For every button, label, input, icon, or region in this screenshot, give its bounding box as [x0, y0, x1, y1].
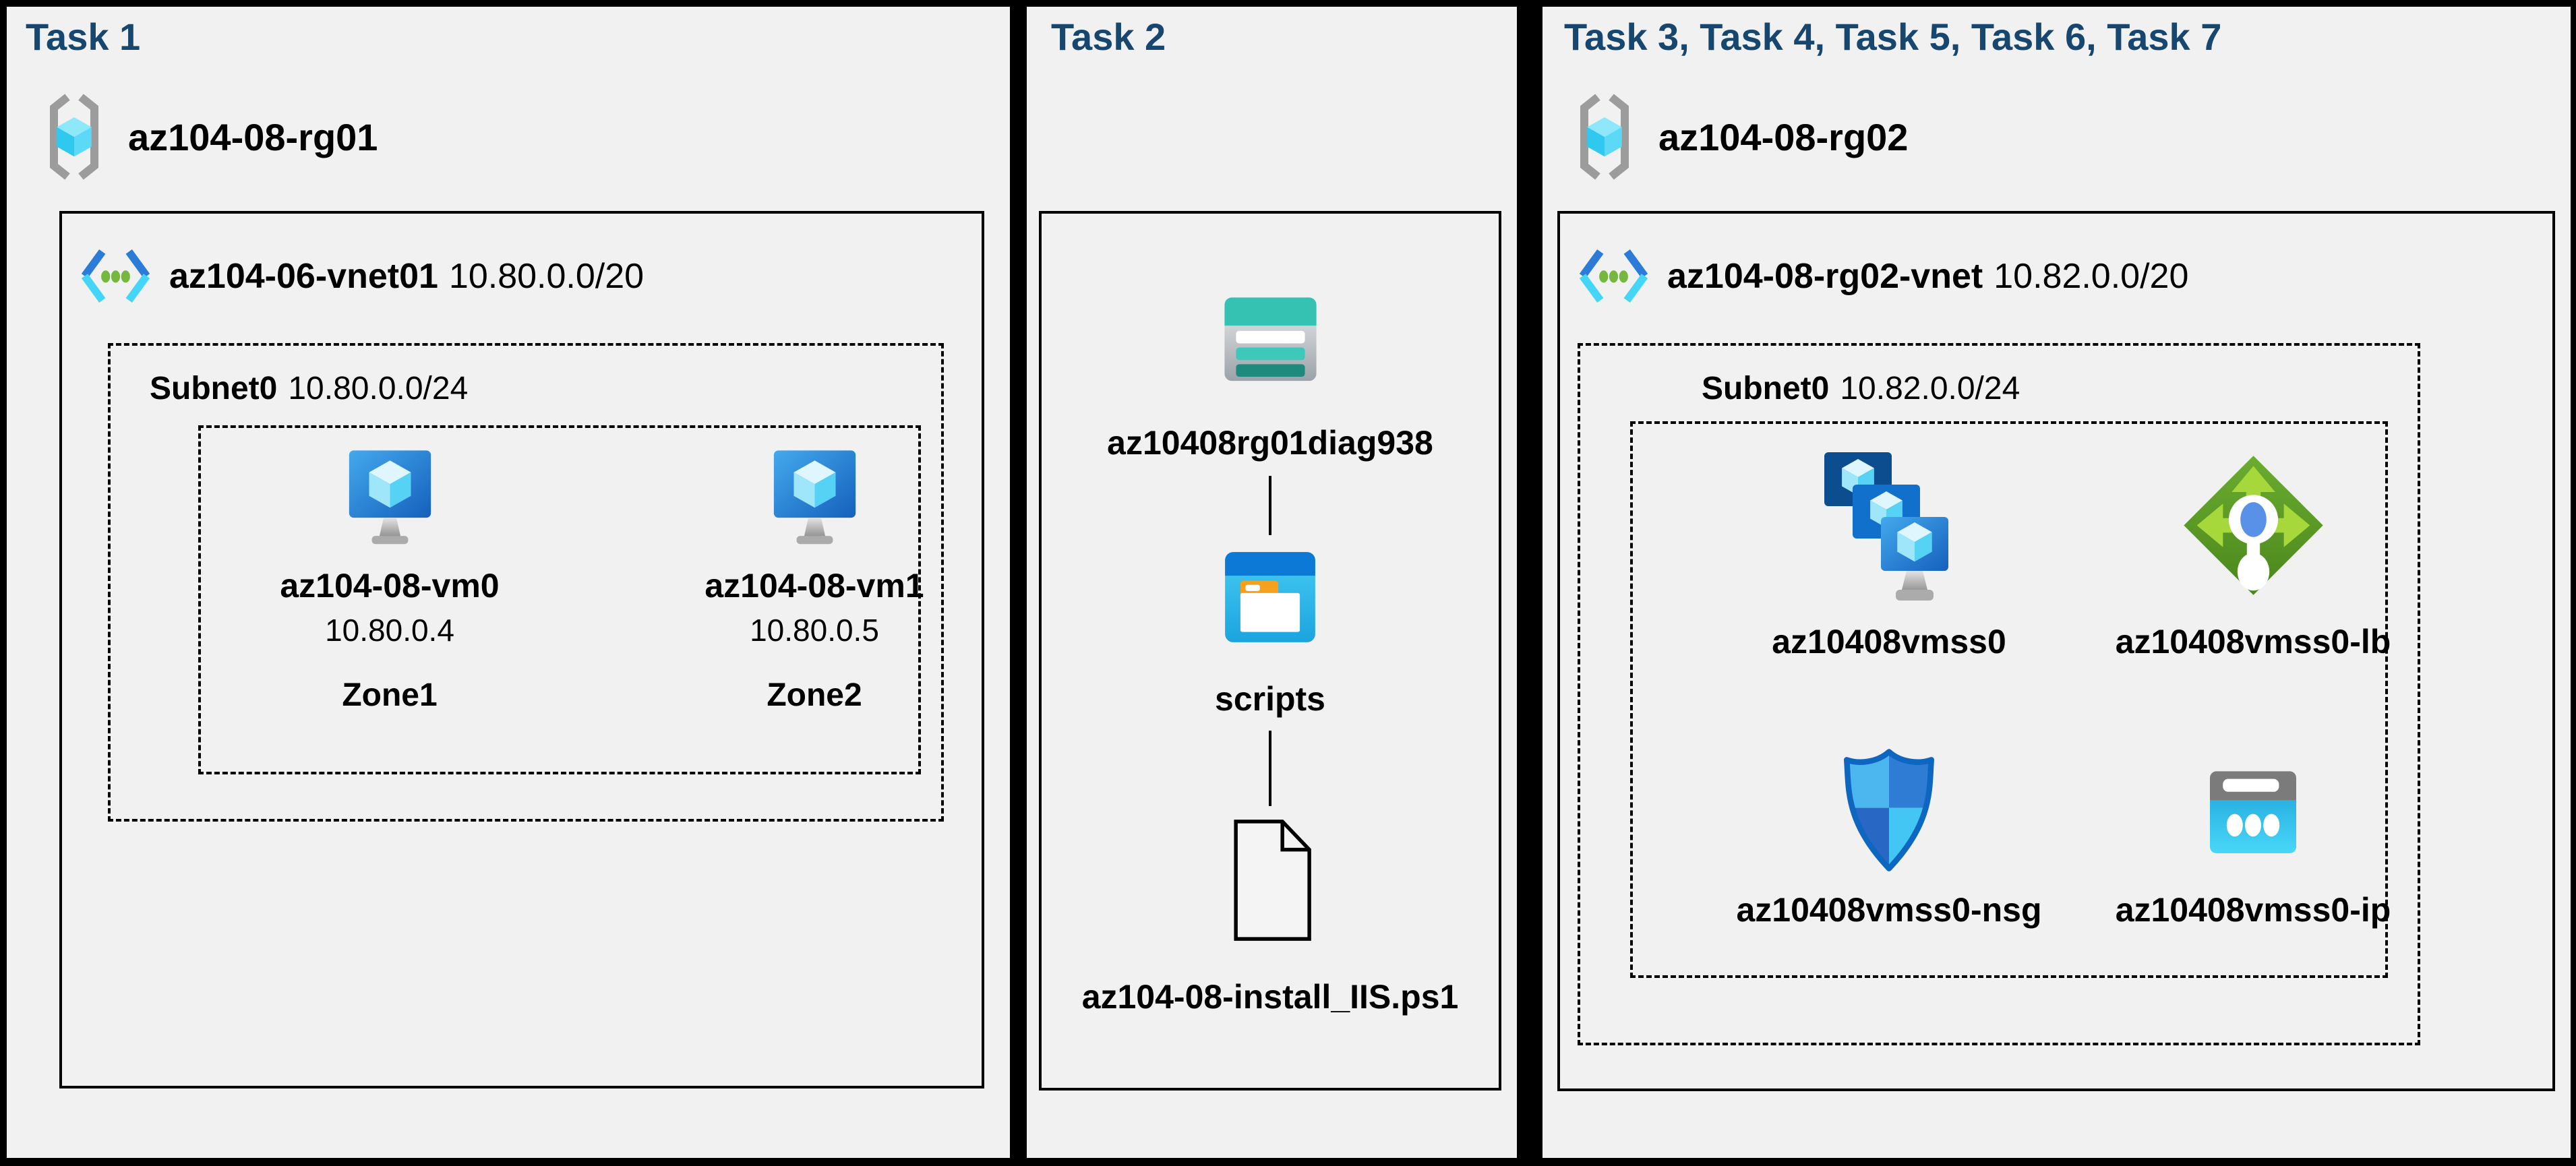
task3-title: Task 3, Task 4, Task 5, Task 6, Task 7	[1564, 16, 2222, 58]
virtual-network-icon	[81, 249, 150, 303]
script-file-icon	[1234, 820, 1311, 941]
storage-account-icon	[1224, 297, 1317, 381]
vm0-name: az104-08-vm0	[280, 567, 500, 605]
vm1-zone: Zone2	[767, 677, 862, 713]
storage-account-name: az10408rg01diag938	[1107, 424, 1433, 462]
public-ip-icon	[2210, 771, 2296, 853]
public-ip-item: az10408vmss0-ip	[2071, 746, 2435, 929]
nsg-name: az10408vmss0-nsg	[1736, 891, 2042, 929]
vm0-item: az104-08-vm0 10.80.0.4 Zone1	[214, 447, 565, 714]
vm1-item: az104-08-vm1 10.80.0.5 Zone2	[639, 447, 990, 714]
task3-subnet-cidr: 10.82.0.0/24	[1840, 371, 2020, 406]
nsg-item: az10408vmss0-nsg	[1707, 746, 2071, 929]
resource-group-icon	[50, 94, 98, 180]
task3-subnet-name: Subnet0	[1702, 371, 1830, 406]
task2-box: az10408rg01diag938 scripts az104-08-inst…	[1039, 211, 1501, 1091]
virtual-network-icon	[1579, 249, 1648, 303]
vm-scale-set-icon	[1824, 452, 1948, 601]
task1-vnet-name: az104-06-vnet01	[169, 256, 438, 296]
task3-vnet-cidr: 10.82.0.0/20	[1994, 256, 2189, 296]
load-balancer-name: az10408vmss0-lb	[2115, 623, 2391, 661]
vm0-zone: Zone1	[342, 677, 438, 713]
load-balancer-item: az10408vmss0-lb	[2071, 444, 2435, 661]
task3-subnet-box: Subnet0 10.82.0.0/24	[1578, 343, 2420, 1045]
task1-resource-group-name: az104-08-rg01	[128, 115, 378, 158]
network-security-group-icon	[1843, 749, 1935, 871]
task3-vnet-row: az104-08-rg02-vnet 10.82.0.0/20	[1575, 241, 2188, 311]
task1-subnet-cidr: 10.80.0.0/24	[288, 371, 469, 406]
task1-zone-box: az104-08-vm0 10.80.0.4 Zone1 az104-08-vm…	[198, 425, 924, 774]
vm1-name: az104-08-vm1	[705, 567, 924, 605]
task2-title: Task 2	[1051, 16, 1166, 58]
load-balancer-icon	[2183, 455, 2323, 595]
vmss-name: az10408vmss0	[1772, 623, 2006, 661]
task3-vnet-box: az104-08-rg02-vnet 10.82.0.0/20 Subnet0 10…	[1557, 211, 2555, 1091]
task1-vnet-cidr: 10.80.0.0/20	[448, 256, 645, 296]
task3-zone-box: az10408vmss0	[1630, 421, 2391, 978]
task3-resource-group-name: az104-08-rg02	[1658, 115, 1909, 158]
task3-resource-group-row: az104-08-rg02	[1571, 93, 1908, 181]
task3-subnet-label: Subnet0 10.82.0.0/24	[1702, 370, 2020, 407]
connector-line	[1269, 731, 1271, 806]
task2-panel: Task 2 az10408rg01diag938 scripts az104-…	[1027, 7, 1517, 1158]
virtual-machine-icon	[349, 450, 431, 545]
virtual-machine-icon	[773, 450, 856, 545]
resource-group-icon	[1580, 94, 1629, 180]
task3-panel: Task 3, Task 4, Task 5, Task 6, Task 7 a…	[1542, 7, 2571, 1158]
task1-subnet-name: Subnet0	[150, 371, 278, 406]
task1-subnet-label: Subnet0 10.80.0.0/24	[150, 370, 468, 407]
script-file-name: az104-08-install_IIS.ps1	[1081, 978, 1459, 1016]
public-ip-name: az10408vmss0-ip	[2115, 891, 2391, 929]
task1-resource-group-row: az104-08-rg01	[40, 93, 378, 181]
task1-subnet-box: Subnet0 10.80.0.0/24 az104-08-vm0 10.80.0…	[108, 343, 944, 822]
container-name: scripts	[1215, 680, 1325, 718]
task3-vnet-label: az104-08-rg02-vnet 10.82.0.0/20	[1667, 256, 2188, 297]
task1-title: Task 1	[26, 16, 141, 58]
vm1-ip: 10.80.0.5	[750, 613, 879, 648]
connector-line	[1269, 476, 1271, 535]
vmss-item: az10408vmss0	[1707, 444, 2071, 661]
vm0-ip: 10.80.0.4	[325, 613, 454, 648]
blob-container-icon	[1225, 552, 1315, 642]
task3-vnet-name: az104-08-rg02-vnet	[1667, 256, 1983, 296]
